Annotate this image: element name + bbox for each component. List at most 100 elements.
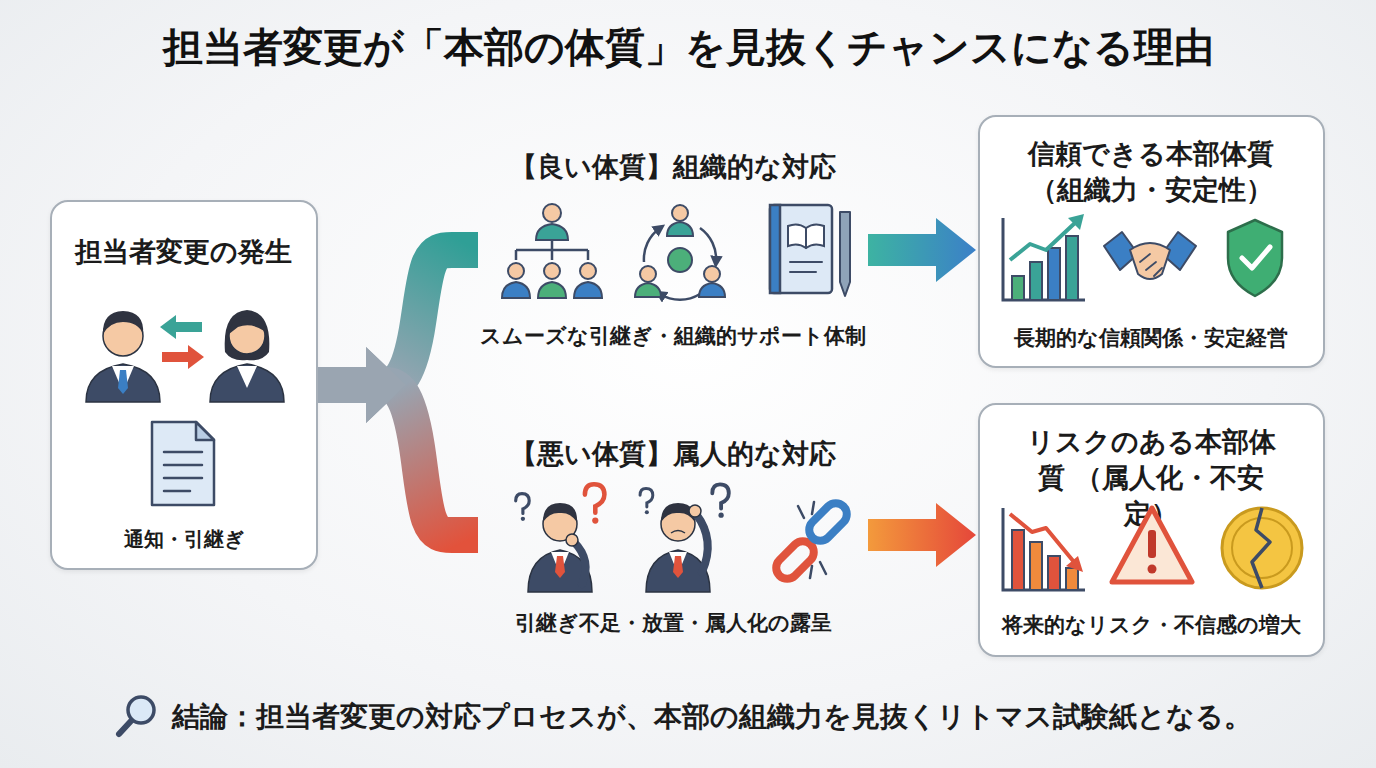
question-mark-symbol [712, 484, 729, 517]
confused-person-icon [516, 484, 605, 592]
decline-chart-icon [1012, 530, 1024, 590]
worried-person-icon [689, 505, 701, 517]
flow-arrow [868, 503, 976, 567]
block-arrow [868, 503, 976, 567]
support-cycle-icon [672, 205, 688, 221]
decline-chart-icon [1003, 508, 1085, 590]
decline-chart-icon [1066, 556, 1083, 572]
person-man-icon [86, 364, 160, 402]
handshake-icon [1130, 243, 1170, 279]
handshake-icon [1162, 232, 1196, 270]
support-cycle-icon [635, 283, 661, 297]
worried-person-icon [640, 484, 729, 592]
person-woman-icon [237, 366, 257, 388]
org-chart-icon [538, 282, 566, 298]
support-cycle-icon [699, 283, 725, 297]
support-cycle-icon [660, 294, 700, 300]
broken-coin-icon [1222, 508, 1302, 588]
manual-book-icon [788, 224, 824, 248]
support-cycle-icon [700, 228, 716, 262]
handshake-icon [1140, 254, 1162, 276]
org-chart-icon [516, 240, 588, 260]
warning-sign-icon [1112, 508, 1192, 582]
swap-arrow-right [162, 345, 204, 369]
person-man-icon [86, 311, 160, 402]
growth-chart-icon [1048, 248, 1060, 300]
bad-response-group: 【悪い体質】属人的な対応引継ぎ不足・放置・属人化の露呈 [478, 430, 868, 640]
worried-person-icon [646, 550, 710, 592]
org-chart-icon [502, 204, 602, 298]
confused-person-icon [566, 534, 578, 546]
worried-person-icon [673, 556, 683, 578]
handshake-icon [1104, 232, 1138, 270]
trunk-arrow [318, 347, 406, 423]
shield-check-icon [1228, 220, 1282, 296]
question-mark-symbol [585, 484, 605, 513]
support-cycle-icon [640, 266, 656, 282]
warning-sign-icon [1148, 530, 1156, 558]
manual-book-icon [790, 228, 822, 272]
broken-coin-icon [1222, 508, 1302, 588]
decline-chart-icon [1010, 514, 1074, 562]
broken-coin-icon [1232, 518, 1292, 578]
box-body: 長期的な信頼関係・安定経営 [980, 323, 1322, 353]
group-body: 引継ぎ不足・放置・属人化の露呈 [478, 608, 868, 638]
worried-person-icon [696, 514, 708, 572]
person-woman-icon [229, 318, 265, 354]
block-arrow [868, 218, 976, 282]
confused-person-icon [555, 556, 565, 578]
flow-arrow [868, 218, 976, 282]
good-response-group: 【良い体質】組織的な対応スムーズな引継ぎ・組織的サポート体制 [478, 145, 868, 355]
box-body: 将来的なリスク・不信感の増大 [980, 610, 1322, 640]
diagram-title: 担当者変更が「本部の体質」を見抜くチャンスになる理由 [0, 19, 1376, 75]
document-icon [164, 452, 202, 491]
growth-chart-icon [1012, 276, 1024, 300]
branch-curve [382, 250, 478, 385]
person-man-icon [112, 366, 134, 392]
manual-book-icon [770, 205, 832, 293]
manual-book-icon [770, 205, 850, 296]
question-mark-symbol [712, 484, 729, 508]
org-chart-icon [574, 282, 602, 298]
org-chart-icon [502, 282, 530, 298]
box-body: 通知・引継ぎ [52, 524, 315, 554]
broken-coin-icon [1252, 508, 1270, 588]
org-chart-icon [544, 263, 560, 279]
person-woman-icon [229, 316, 266, 334]
person-man-icon [103, 316, 143, 356]
document-icon [152, 422, 214, 505]
warning-sign-icon [1112, 508, 1192, 582]
org-chart-icon [543, 204, 561, 222]
question-mark-symbol [645, 510, 649, 514]
box-heading: 信頼できる本部体質 （組織力・安定性） [1014, 136, 1288, 208]
worried-person-icon [661, 507, 695, 541]
confused-person-icon [528, 550, 592, 592]
growth-chart-icon [1030, 262, 1042, 300]
org-chart-icon [536, 224, 568, 240]
conclusion-caption: 結論：担当者変更の対応プロセスが、本部の組織力を見抜くリトマス試験紙となる。 [172, 697, 1252, 737]
growth-chart-icon [1066, 236, 1078, 300]
support-cycle-icon [667, 222, 693, 236]
document-icon [152, 422, 214, 505]
risk-result-box: リスクのある本部体質 （属人化・不安定） 将来的なリスク・不信感の増大 [978, 403, 1325, 657]
magnifier-icon [119, 697, 154, 734]
question-mark-symbol [640, 488, 653, 514]
broken-chain-icon [805, 499, 852, 546]
box-heading: リスクのある本部体質 （属人化・不安定） [1014, 424, 1288, 532]
worried-person-icon [671, 531, 685, 534]
question-mark-symbol [521, 517, 525, 521]
swap-arrow-left [160, 315, 202, 339]
org-chart-icon [508, 263, 524, 279]
growth-chart-icon [1010, 222, 1076, 260]
trunk-arrow [318, 347, 406, 423]
decline-chart-icon [1048, 556, 1060, 590]
broken-chain-icon [772, 499, 852, 584]
magnifier-icon [128, 697, 154, 723]
start-box: 担当者変更の発生通知・引継ぎ [50, 200, 318, 570]
question-mark-symbol [516, 494, 530, 514]
support-cycle-icon [668, 248, 692, 272]
group-body: スムーズな引継ぎ・組織的サポート体制 [478, 321, 868, 351]
person-woman-icon [210, 310, 284, 402]
support-cycle-icon [644, 228, 660, 262]
